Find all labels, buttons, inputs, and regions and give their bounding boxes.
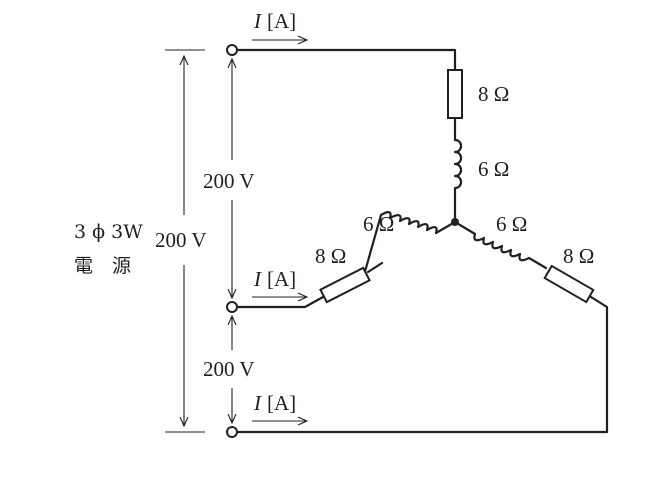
source-label-line1: 3 ϕ 3W [74,221,143,243]
left-branch-wire-3 [235,295,325,309]
right-inductor [473,232,531,262]
left-resistance-label: 8 Ω [315,244,346,268]
terminal-b [226,301,238,313]
voltage-label-bottom: 200 V [203,357,255,381]
current-label-a: I[A] [253,9,296,33]
terminal-a [226,44,238,56]
top-reactance-label: 6 Ω [478,157,509,181]
terminal-c [226,426,238,438]
top-inductor [453,138,463,224]
top-resistor [447,69,463,119]
source-label-line2: 電 源 [74,255,131,277]
right-branch-wire-2 [527,256,548,270]
left-resistor [319,266,371,304]
current-label-c: I[A] [253,391,296,415]
right-reactance-label: 6 Ω [496,212,527,236]
right-resistance-label: 8 Ω [563,244,594,268]
top-resistance-label: 8 Ω [478,82,509,106]
right-branch-wire-3 [235,295,609,434]
voltage-label-top: 200 V [203,169,255,193]
neutral-point [451,218,459,226]
left-reactance-label: 6 Ω [363,212,394,236]
left-branch-wire-2 [366,261,384,274]
line-a-wire [235,48,457,72]
right-resistor [543,264,595,304]
current-label-b: I[A] [253,267,296,291]
voltage-label-total: 200 V [155,228,207,252]
left-inductor [362,211,438,277]
